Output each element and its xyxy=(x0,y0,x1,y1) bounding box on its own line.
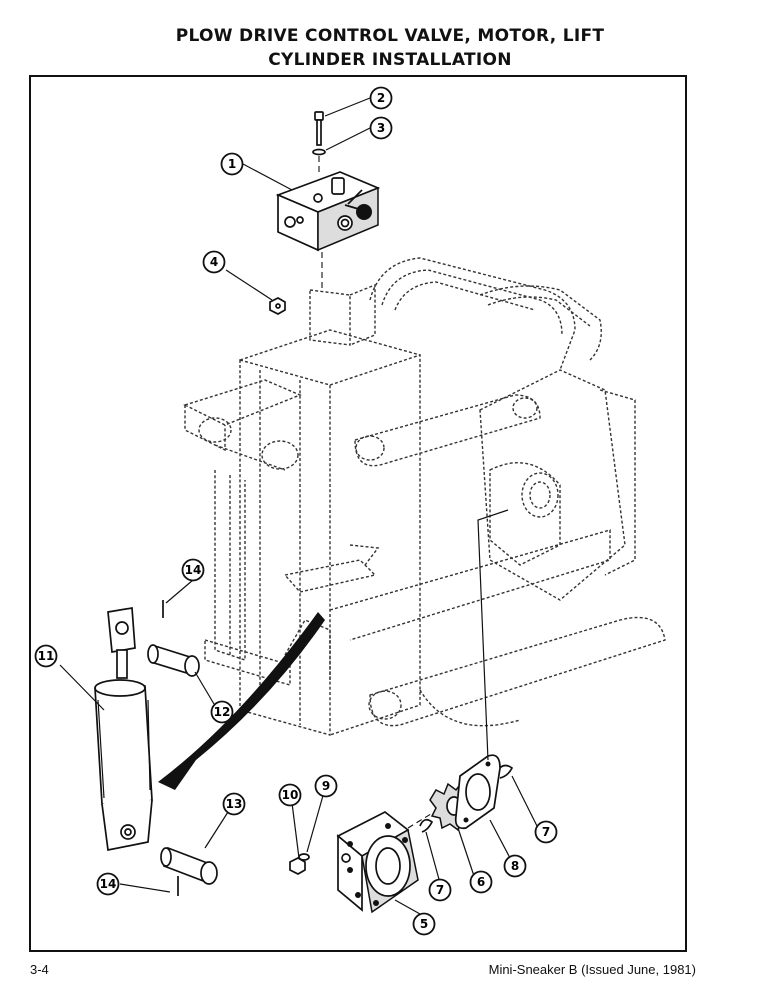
snap-ring-upper xyxy=(497,764,514,779)
callout-13: 13 xyxy=(222,792,246,816)
callout-14-lower: 14 xyxy=(96,872,120,896)
hydraulic-motor xyxy=(336,810,419,914)
motor-gasket xyxy=(454,754,501,830)
callout-10: 10 xyxy=(278,783,302,807)
svg-text:3: 3 xyxy=(377,121,385,135)
svg-text:7: 7 xyxy=(436,883,444,897)
svg-text:12: 12 xyxy=(214,705,231,719)
machine-frame-phantom xyxy=(183,257,666,736)
page-title-line-2: CYLINDER INSTALLATION xyxy=(268,50,512,70)
callout-3: 3 xyxy=(369,116,393,140)
svg-text:11: 11 xyxy=(38,649,55,663)
callout-12: 12 xyxy=(210,700,234,724)
upper-cylinder-pin xyxy=(147,644,200,677)
snap-ring-lower xyxy=(419,818,434,833)
document-reference: Mini-Sneaker B (Issued June, 1981) xyxy=(488,962,696,977)
installation-direction-arrow xyxy=(158,612,325,790)
valve-mounting-nut xyxy=(269,297,286,315)
svg-text:14: 14 xyxy=(100,877,117,891)
lower-cylinder-pin xyxy=(160,846,218,885)
callout-11: 11 xyxy=(34,644,58,668)
callout-8: 8 xyxy=(503,854,527,878)
svg-text:8: 8 xyxy=(511,859,519,873)
svg-text:2: 2 xyxy=(377,91,385,105)
svg-text:14: 14 xyxy=(185,563,202,577)
svg-text:10: 10 xyxy=(282,788,299,802)
callout-14-upper: 14 xyxy=(181,558,205,582)
svg-text:5: 5 xyxy=(420,917,428,931)
callout-7-lower: 7 xyxy=(428,878,452,902)
lift-cylinder xyxy=(94,607,153,852)
valve-bolt-washer xyxy=(312,148,326,156)
callout-4: 4 xyxy=(202,250,226,274)
svg-text:9: 9 xyxy=(322,779,330,793)
control-valve xyxy=(275,171,381,252)
svg-text:1: 1 xyxy=(228,157,236,171)
svg-text:4: 4 xyxy=(210,255,218,269)
diagram-frame xyxy=(29,75,687,952)
callout-9: 9 xyxy=(314,774,338,798)
callout-6: 6 xyxy=(469,870,493,894)
page-number: 3-4 xyxy=(30,962,49,977)
valve-handle-knob xyxy=(356,204,372,220)
page-title-line-1: PLOW DRIVE CONTROL VALVE, MOTOR, LIFT xyxy=(175,26,605,46)
svg-text:7: 7 xyxy=(542,825,550,839)
valve-mounting-bolt xyxy=(314,111,324,146)
motor-mounting-nut xyxy=(289,857,306,875)
callout-7-upper: 7 xyxy=(534,820,558,844)
svg-text:13: 13 xyxy=(226,797,243,811)
callout-5: 5 xyxy=(412,912,436,936)
callout-1: 1 xyxy=(220,152,244,176)
callout-2: 2 xyxy=(369,86,393,110)
svg-text:6: 6 xyxy=(477,875,485,889)
motor-lock-washer xyxy=(298,853,310,861)
